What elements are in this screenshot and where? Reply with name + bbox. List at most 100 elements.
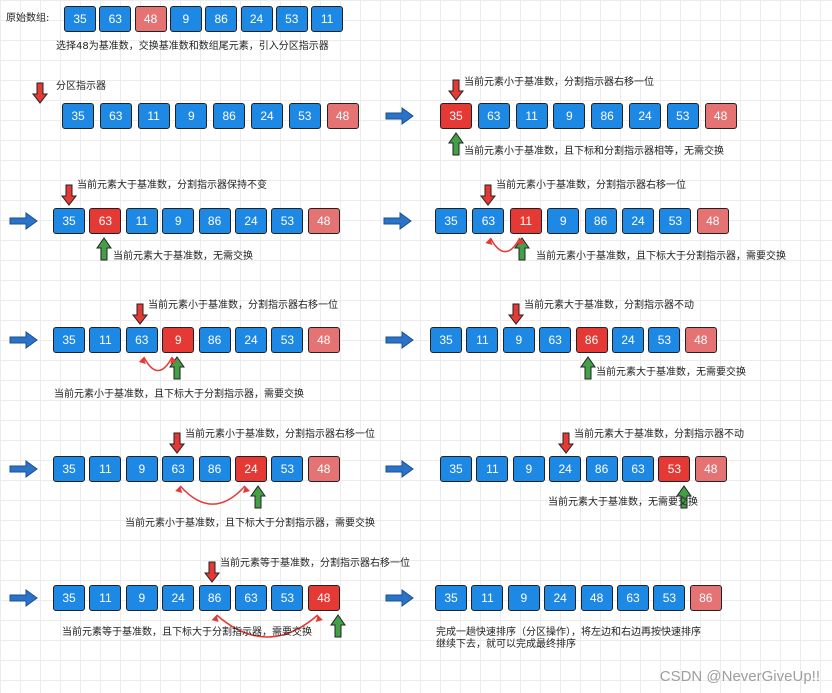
step-3-indicator-note: 当前元素小于基准数，分割指示器右移一位 xyxy=(496,180,686,191)
flow-arrow-icon xyxy=(9,460,38,478)
array-cell: 35 xyxy=(435,208,467,234)
step-1-indicator-note: 当前元素小于基准数，分割指示器右移一位 xyxy=(464,77,654,88)
array-cell: 24 xyxy=(612,327,644,353)
swap-arrowhead xyxy=(315,615,323,622)
step-6-indicator-note: 当前元素小于基准数，分割指示器右移一位 xyxy=(185,429,375,440)
flow-arrow-icon xyxy=(9,331,38,349)
up-arrow-shape xyxy=(250,485,266,509)
array-cell: 48 xyxy=(580,585,613,611)
down-arrow-shape xyxy=(447,79,465,101)
array-cell: 63 xyxy=(99,6,132,32)
array-cell: 35 xyxy=(53,208,85,234)
down-arrow-icon xyxy=(479,184,497,206)
array-cell: 86 xyxy=(198,327,231,353)
array-cell: 48 xyxy=(307,327,340,353)
array-cell: 53 xyxy=(288,103,321,129)
swap-arc xyxy=(175,485,250,505)
array-cell: 24 xyxy=(235,327,267,353)
array-cell: 48 xyxy=(684,327,717,353)
array-cell: 53 xyxy=(659,208,692,234)
array-cell: 35 xyxy=(53,327,85,353)
array-cell: 24 xyxy=(235,456,267,482)
array-cell: 86 xyxy=(575,327,608,353)
swap-arrowhead xyxy=(175,486,183,493)
array-cell: 53 xyxy=(271,456,304,482)
swap-arrowhead xyxy=(485,238,493,245)
array-cell: 53 xyxy=(271,327,304,353)
array-cell: 53 xyxy=(666,103,699,129)
partition-indicator-label: 分区指示器 xyxy=(56,81,106,92)
array-cell: 63 xyxy=(89,208,122,234)
step-3-compare-note: 当前元素小于基准数，且下标大于分割指示器，需要交换 xyxy=(536,251,786,262)
array-cell: 86 xyxy=(585,456,618,482)
swap-arc-path xyxy=(179,485,246,505)
array-cell: 24 xyxy=(622,208,654,234)
down-arrow-icon xyxy=(60,184,78,206)
up-arrow-icon xyxy=(169,356,185,380)
array-cell: 35 xyxy=(440,456,472,482)
up-arrow-icon xyxy=(448,132,464,156)
array-cell: 24 xyxy=(162,585,195,611)
array-cell: 11 xyxy=(89,327,122,353)
down-arrow-icon xyxy=(131,303,149,325)
array-cell: 63 xyxy=(99,103,132,129)
array-cell: 11 xyxy=(89,585,122,611)
step-8-indicator-note: 当前元素等于基准数，分割指示器右移一位 xyxy=(220,558,410,569)
down-arrow-shape xyxy=(203,561,221,583)
array-cell: 63 xyxy=(617,585,649,611)
array-cell: 24 xyxy=(251,103,283,129)
array-cell: 11 xyxy=(125,208,158,234)
watermark: CSDN @NeverGiveUp!! xyxy=(659,668,820,685)
up-arrow-shape xyxy=(169,356,185,380)
array-cell: 48 xyxy=(307,456,340,482)
array-cell: 11 xyxy=(476,456,509,482)
step-7-indicator-note: 当前元素大于基准数，分割指示器不动 xyxy=(574,429,744,440)
swap-arrowhead xyxy=(517,238,525,245)
up-arrow-shape xyxy=(330,614,346,638)
step-6-compare-note: 当前元素小于基准数，且下标大于分割指示器，需要交换 xyxy=(125,518,375,529)
up-arrow-shape xyxy=(580,356,596,380)
down-arrow-icon xyxy=(203,561,221,583)
array-cell: 11 xyxy=(311,6,344,32)
down-arrow-shape xyxy=(557,432,575,454)
array-cell: 48 xyxy=(704,103,737,129)
array-cell: 9 xyxy=(169,6,202,32)
array-cell: 48 xyxy=(307,585,340,611)
flow-arrow-shape xyxy=(385,331,414,349)
step-2-compare-note: 当前元素大于基准数，无需交换 xyxy=(113,251,253,262)
array-cell: 53 xyxy=(275,6,308,32)
array-cell: 48 xyxy=(307,208,340,234)
final-caption: 完成一趟快速排序（分区操作），将左边和右边再按快速排序 继续下去，就可以完成最终… xyxy=(436,627,701,650)
down-arrow-shape xyxy=(31,82,49,104)
array-cell: 35 xyxy=(53,585,85,611)
flow-arrow-shape xyxy=(9,589,38,607)
array-cell: 9 xyxy=(553,103,586,129)
array-cell: 11 xyxy=(471,585,504,611)
down-arrow-icon xyxy=(507,303,525,325)
array-cell: 86 xyxy=(584,208,617,234)
array-cell: 86 xyxy=(198,208,231,234)
flow-arrow-shape xyxy=(385,589,414,607)
array-cell: 11 xyxy=(515,103,548,129)
array-cell: 86 xyxy=(198,585,231,611)
array-cell: 35 xyxy=(440,103,472,129)
array-cell: 9 xyxy=(175,103,208,129)
step-4-indicator-note: 当前元素小于基准数，分割指示器右移一位 xyxy=(148,300,338,311)
up-arrow-icon xyxy=(514,237,530,261)
flow-arrow-icon xyxy=(9,589,38,607)
array-cell: 53 xyxy=(271,208,304,234)
step-7-compare-note: 当前元素大于基准数，无需要交换 xyxy=(548,497,698,508)
flow-arrow-shape xyxy=(385,460,414,478)
array-cell: 63 xyxy=(622,456,654,482)
array-cell: 9 xyxy=(125,456,158,482)
array-cell: 63 xyxy=(472,208,505,234)
up-arrow-icon xyxy=(580,356,596,380)
array-cell: 9 xyxy=(502,327,535,353)
step-4-compare-note: 当前元素小于基准数，且下标大于分割指示器，需要交换 xyxy=(54,389,304,400)
flow-arrow-icon xyxy=(385,331,414,349)
array-cell: 86 xyxy=(689,585,722,611)
original-caption: 选择48为基准数，交换基准数和数组尾元素，引入分区指示器 xyxy=(56,41,329,52)
array-cell: 53 xyxy=(653,585,686,611)
array-cell: 53 xyxy=(648,327,681,353)
array-cell: 9 xyxy=(512,456,545,482)
